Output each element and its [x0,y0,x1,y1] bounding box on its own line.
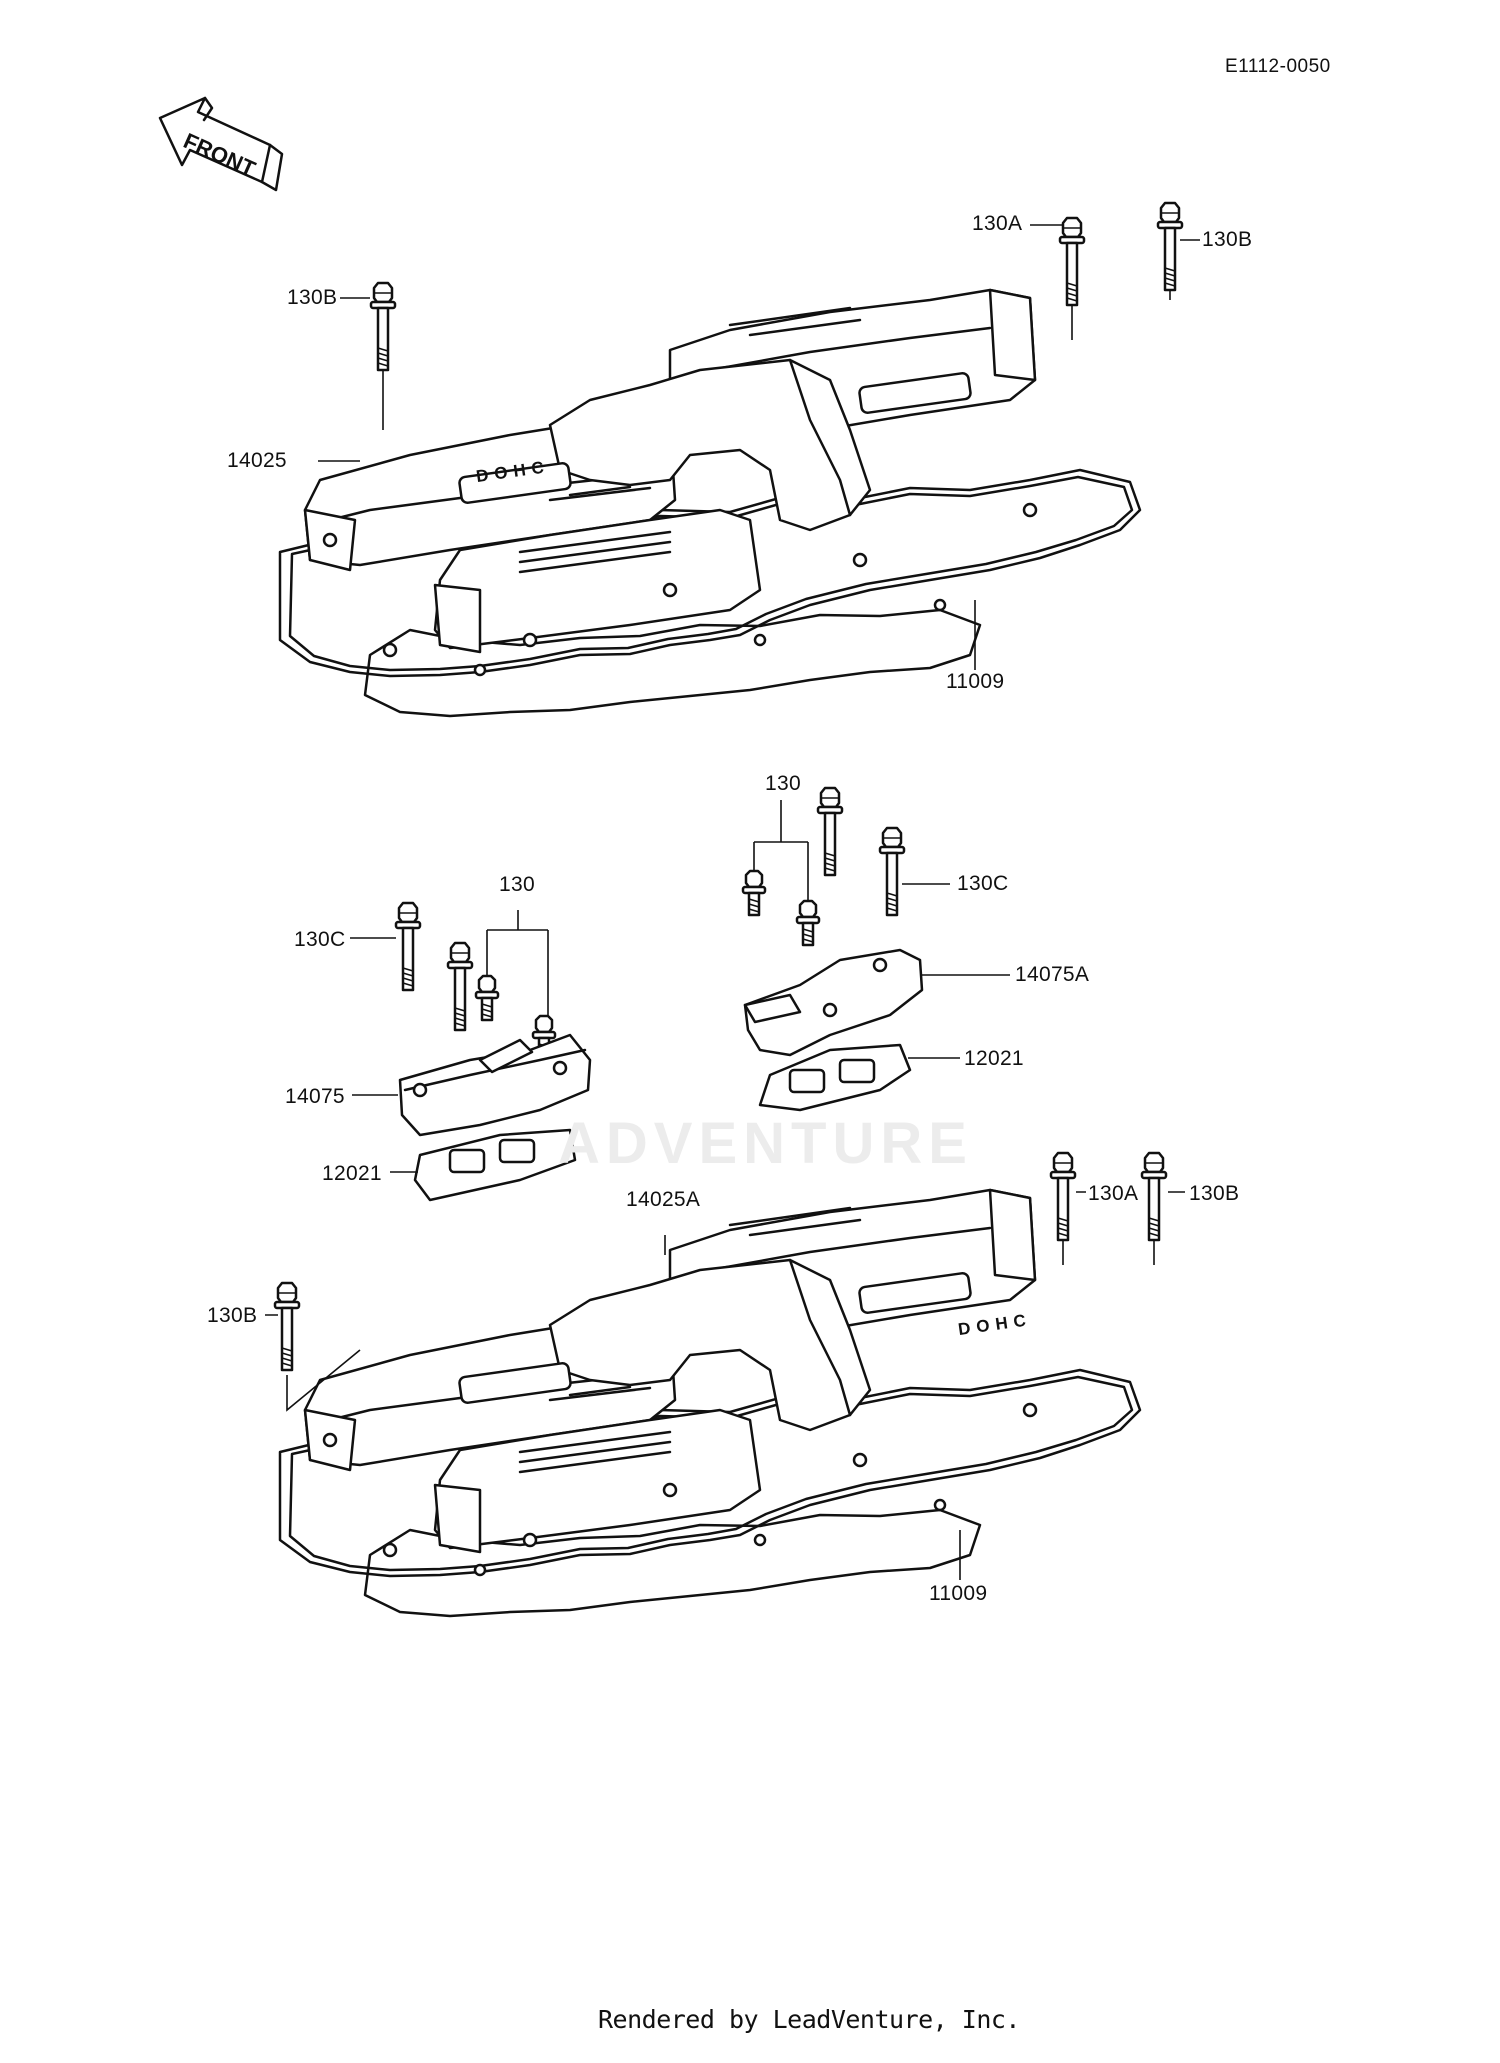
left-bolt-short-1 [474,974,500,1022]
label-130b-lower-left: 130B [205,1304,260,1328]
right-bolt-long [816,786,844,877]
label-14025a: 14025A [624,1188,703,1212]
label-11009-lower: 11009 [927,1582,990,1606]
label-130c-right: 130C [955,872,1011,896]
left-breather-gasket-drawing [390,1128,577,1202]
right-bolt-short-1 [741,869,767,917]
lower-bolt-130b-left [273,1281,301,1372]
label-130b-upper-left: 130B [285,286,340,310]
label-130-right: 130 [763,772,803,796]
label-14075a: 14075A [1013,963,1092,987]
label-11009-upper: 11009 [944,670,1007,694]
right-bolt-130c [878,826,906,917]
upper-bolt-130a [1058,216,1086,307]
label-130-left: 130 [497,873,537,897]
label-130a-upper: 130A [970,212,1025,236]
label-14075: 14075 [283,1085,347,1109]
label-12021-right: 12021 [962,1047,1026,1071]
right-breather-cover-drawing [743,948,1010,1057]
document-code: E1112-0050 [1225,56,1331,77]
watermark-text: ADVENTURE [558,1111,973,1176]
label-130b-lower-right: 130B [1187,1182,1242,1206]
label-130a-lower: 130A [1086,1182,1141,1206]
lower-valve-cover-drawing [278,1188,1142,1618]
label-130c-left: 130C [292,928,348,952]
upper-bolt-130b-left [369,281,397,372]
left-breather-cover-drawing [352,1033,592,1137]
lower-bolt-130b-right [1140,1151,1168,1242]
left-bolt-long [446,941,474,1032]
footer-credit: Rendered by LeadVenture, Inc. [598,2005,1021,2034]
upper-valve-cover-drawing [278,288,1142,718]
upper-bolt-130b-right [1156,201,1184,292]
left-bolt-130c [394,901,422,992]
label-14025: 14025 [225,449,289,473]
lower-bolt-130a [1049,1151,1077,1242]
right-bolt-short-2 [795,899,821,947]
label-130b-upper-right: 130B [1200,228,1255,252]
label-12021-left: 12021 [320,1162,384,1186]
front-arrow-icon [158,96,284,192]
right-breather-gasket-drawing [758,1043,960,1112]
